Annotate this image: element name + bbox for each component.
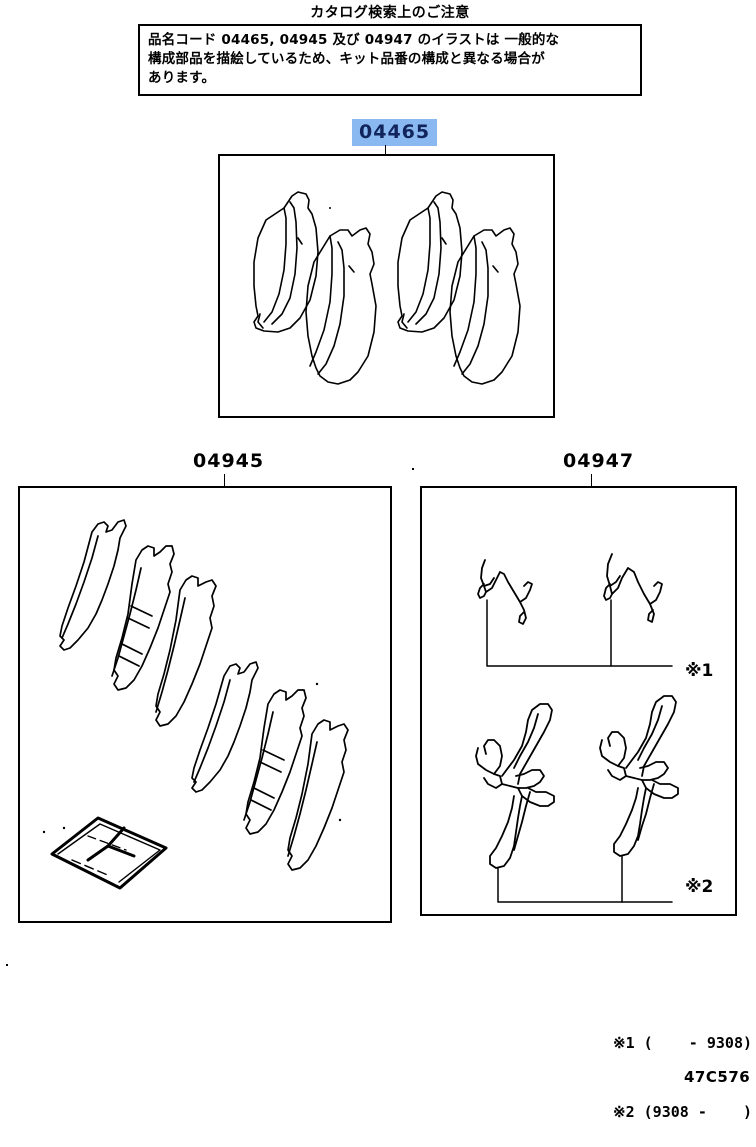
- notice-body-text: 品名コード 04465, 04945 及び 04947 のイラストは 一般的な …: [148, 32, 560, 86]
- notice-box: 品名コード 04465, 04945 及び 04947 のイラストは 一般的な …: [138, 24, 642, 96]
- shim-plates-illustration: [42, 519, 349, 890]
- spring-clips-illustration: [475, 553, 679, 903]
- catalog-notice-block: カタログ検索上のご注意 品名コード 04465, 04945 及び 04947 …: [138, 4, 642, 96]
- part-label-04945[interactable]: 04945: [193, 450, 265, 472]
- brake-pads-illustration: [253, 191, 521, 385]
- footnote-1: ※1 ( - 9308): [613, 1034, 752, 1052]
- callout-note-1: ※1: [685, 661, 714, 681]
- part-label-04947[interactable]: 04947: [563, 450, 635, 472]
- connector-line-04947: [591, 474, 592, 487]
- notice-title: カタログ検索上のご注意: [310, 5, 470, 21]
- footnote-2: ※2 (9308 - ): [613, 1103, 752, 1121]
- connector-line-04465: [385, 145, 386, 159]
- illustration-frame-04945: [18, 486, 392, 923]
- connector-line-04945: [224, 474, 225, 487]
- part-label-04465[interactable]: 04465: [352, 119, 438, 146]
- scan-speck: [6, 964, 8, 966]
- callout-note-2: ※2: [685, 877, 714, 897]
- footnotes: ※1 ( - 9308) ※2 (9308 - ): [613, 986, 752, 1147]
- catalog-code: 47C576: [684, 1068, 751, 1086]
- scan-speck: [412, 468, 414, 470]
- illustration-frame-04465: [218, 154, 555, 418]
- illustration-frame-04947: [420, 486, 737, 916]
